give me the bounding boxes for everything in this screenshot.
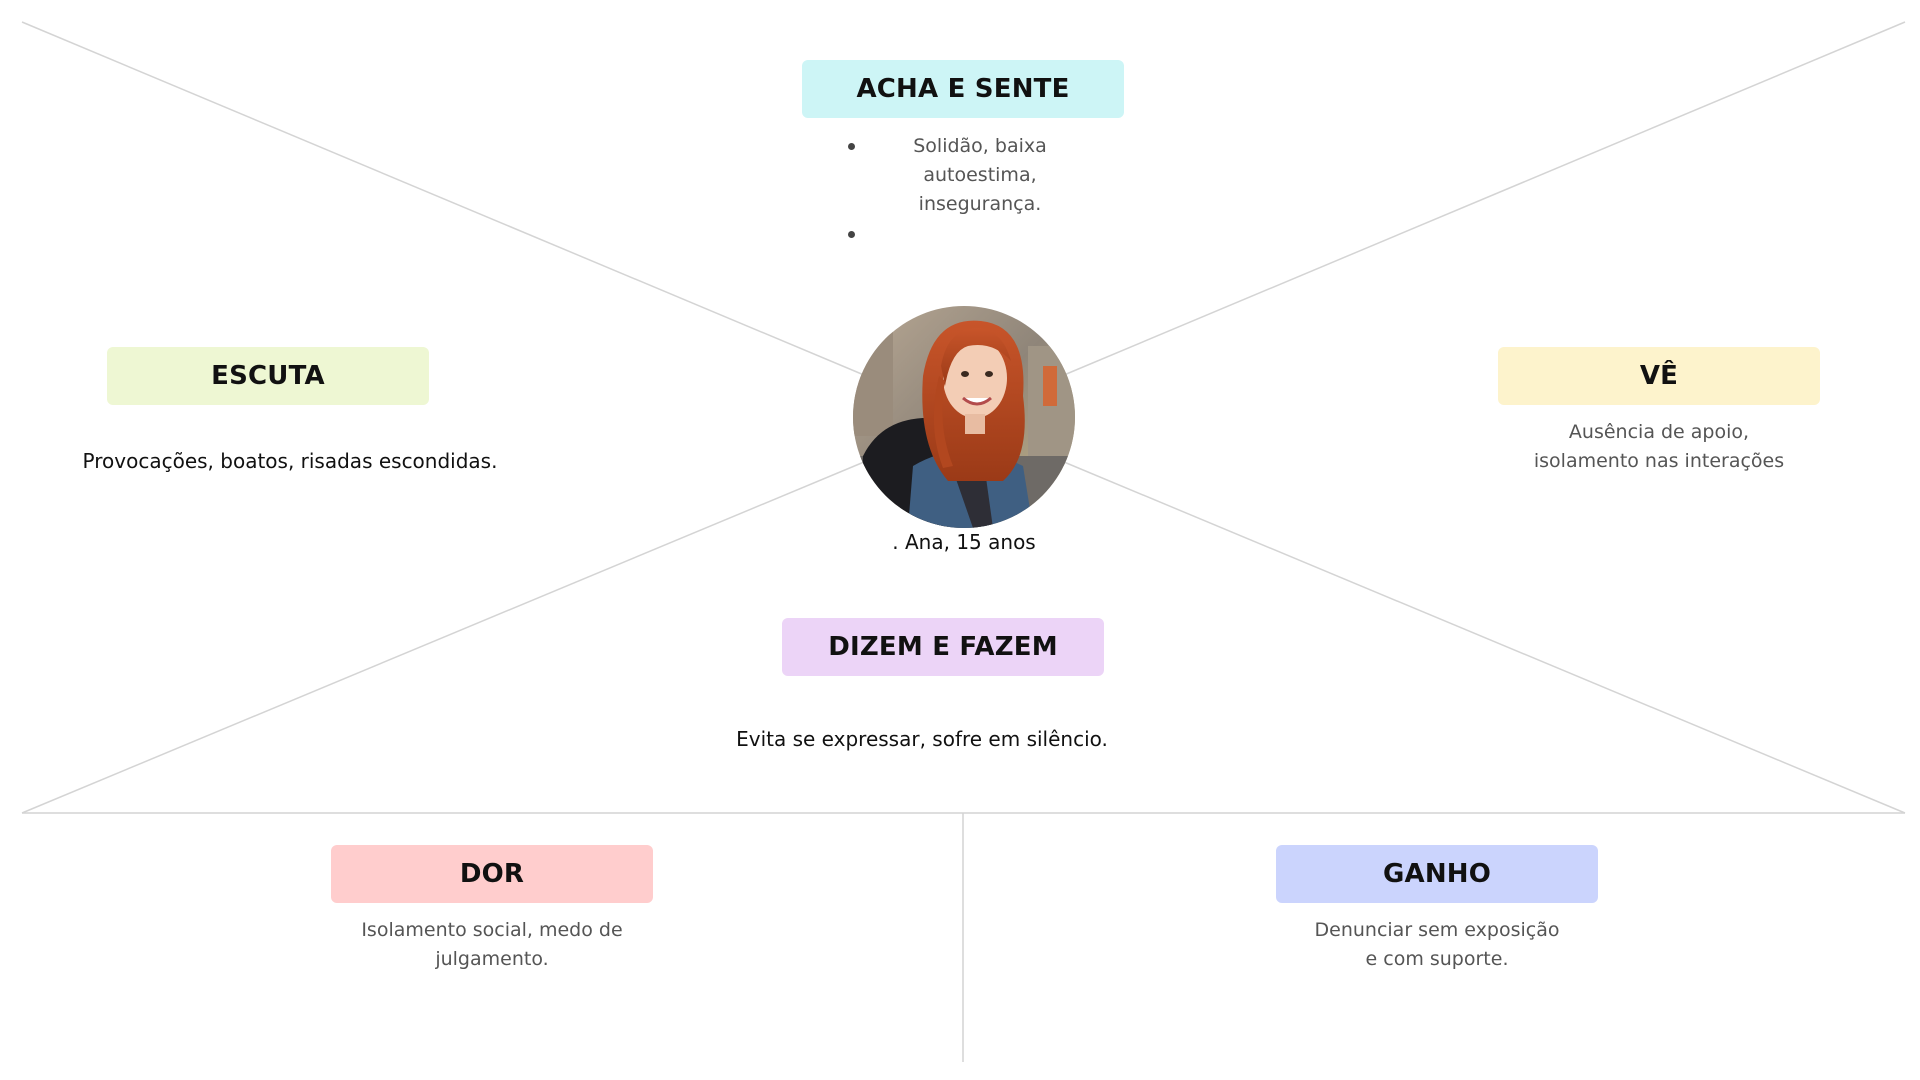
diagonal-top-left — [21, 21, 865, 376]
dor-title: DOR — [331, 845, 653, 903]
escuta-title: ESCUTA — [107, 347, 429, 405]
ve-line-1: Ausência de apoio, — [1568, 421, 1750, 443]
acha-sente-line-3: insegurança. — [918, 193, 1042, 215]
bullet-2 — [848, 231, 855, 238]
acha-sente-line-2: autoestima, — [923, 164, 1037, 186]
diagonal-bottom-right — [1063, 461, 1906, 814]
dizem-fazem-text: Evita se expressar, sofre em silêncio. — [736, 727, 1108, 751]
dor-line-1: Isolamento social, medo de — [361, 919, 623, 941]
escuta-text: Provocações, boatos, risadas escondidas. — [82, 449, 498, 473]
ve-title: VÊ — [1498, 347, 1820, 405]
ganho-line-1: Denunciar sem exposição — [1314, 919, 1560, 941]
acha-sente-line-1: Solidão, baixa — [913, 135, 1047, 157]
diagonal-top-right — [1063, 21, 1906, 376]
ve-line-2: isolamento nas interações — [1533, 450, 1785, 472]
dor-line-2: julgamento. — [435, 948, 549, 970]
persona-caption: . Ana, 15 anos — [892, 530, 1036, 554]
persona-avatar — [853, 306, 1075, 528]
dizem-fazem-title: DIZEM E FAZEM — [782, 618, 1104, 676]
acha-sente-title: ACHA E SENTE — [802, 60, 1124, 118]
ganho-line-2: e com suporte. — [1365, 948, 1509, 970]
bullet-1 — [848, 143, 855, 150]
ganho-title: GANHO — [1276, 845, 1598, 903]
diagonal-bottom-left — [21, 461, 865, 814]
